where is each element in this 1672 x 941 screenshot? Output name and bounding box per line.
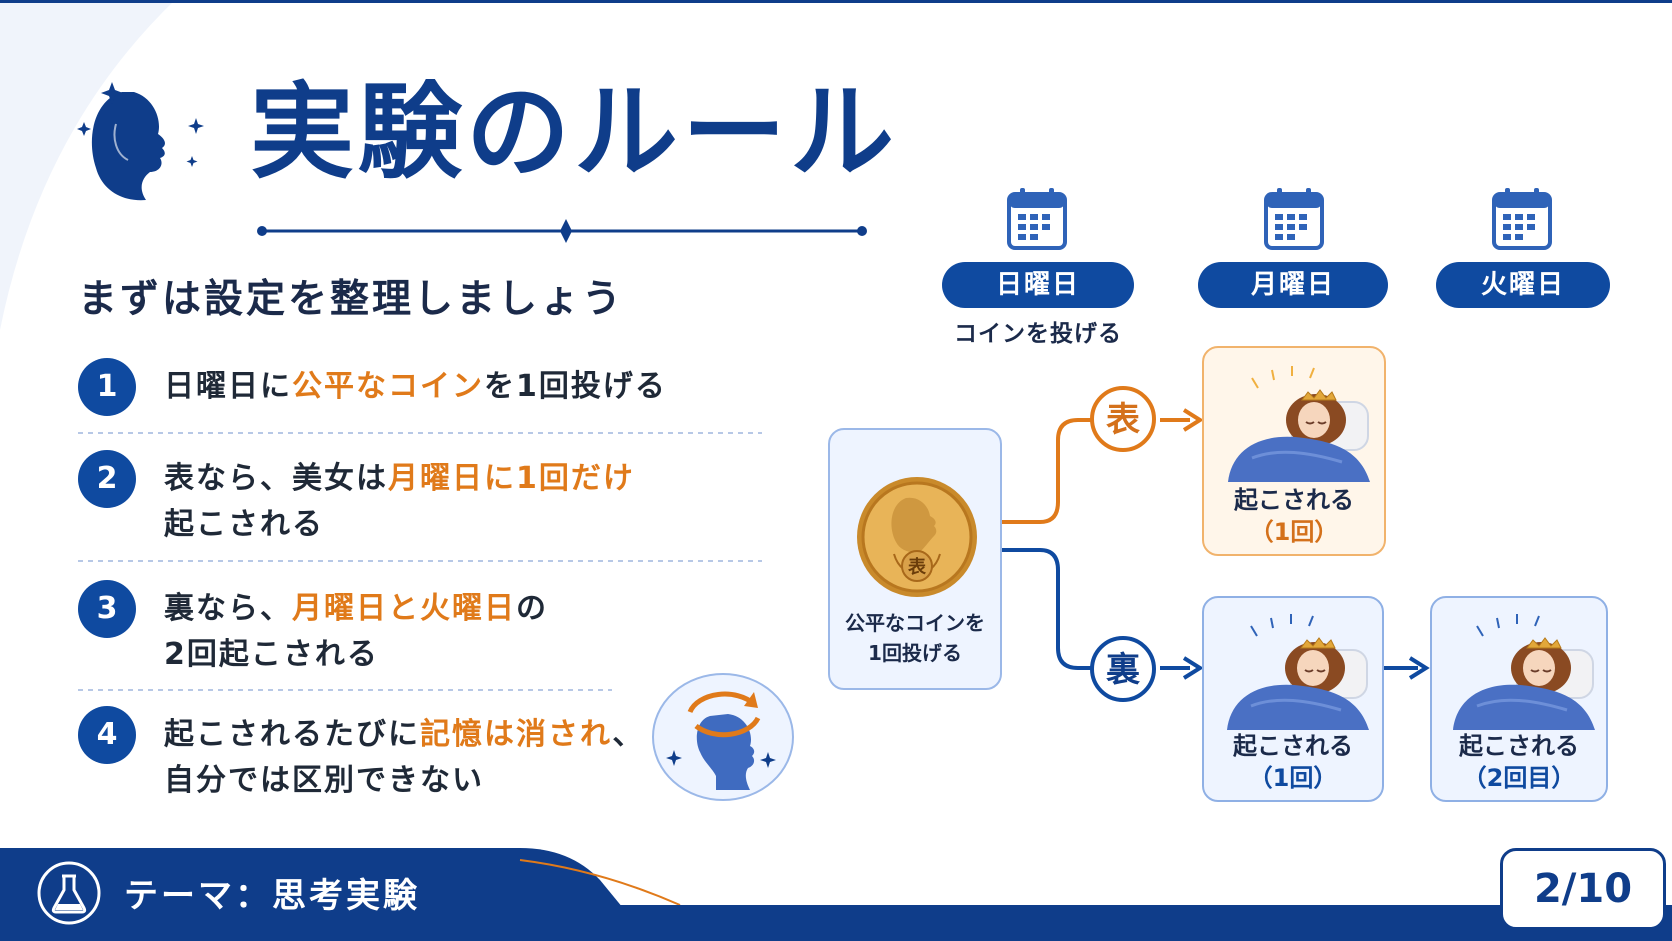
- coin-icon: 表: [857, 477, 977, 597]
- rule-text: 表なら、美女は月曜日に1回だけ 起こされる: [164, 456, 635, 548]
- rule-line: 裏なら、月曜日と火曜日の: [164, 586, 548, 632]
- flask-icon: [37, 861, 101, 925]
- calendar-icon: [1264, 188, 1324, 250]
- outcome-count: （1回）: [1249, 518, 1339, 546]
- rule-text-segment: 起こされるたびに: [164, 717, 420, 752]
- outcome-count: （2回目）: [1462, 764, 1576, 792]
- coin-label-line2: 1回投げる: [868, 641, 962, 665]
- rule-line: 起こされるたびに記憶は消され、: [164, 712, 644, 758]
- rule-number: 1: [78, 358, 136, 416]
- page-title: 実験のルール: [250, 71, 899, 193]
- rule-text-segment: 表なら、美女は: [164, 461, 388, 496]
- rule-text-segment: を1回投げる: [484, 369, 667, 404]
- calendar-icon: [1492, 188, 1552, 250]
- day-label-tuesday: 火曜日: [1436, 262, 1610, 308]
- logo-moon-woman-icon: [77, 74, 204, 205]
- outcome-count: （1回）: [1248, 764, 1338, 792]
- rule-text-segment: 2回起こされる: [164, 637, 379, 672]
- memory-reset-head-icon: [652, 673, 794, 801]
- page-number: 2/10: [1500, 848, 1666, 930]
- calendar-icon: [1007, 188, 1067, 250]
- outcome-label: 起こされる: [1459, 732, 1579, 760]
- outcome-label: 起こされる: [1233, 732, 1353, 760]
- rule-text: 日曜日に公平なコインを1回投げる: [164, 364, 667, 410]
- rule-highlight: 月曜日に1回だけ: [388, 461, 635, 496]
- rule-line: 2回起こされる: [164, 632, 548, 678]
- rule-item: 3 裏なら、月曜日と火曜日の 2回起こされる: [78, 580, 778, 680]
- day-note-sunday: コインを投げる: [954, 321, 1122, 347]
- sleeping-princess-icon: [1227, 614, 1369, 730]
- rule-item: 4 起こされるたびに記憶は消され、 自分では区別できない: [78, 706, 778, 806]
- rule-number: 3: [78, 580, 136, 638]
- rule-item: 1 日曜日に公平なコインを1回投げる: [78, 358, 778, 418]
- coin-label-line1: 公平なコインを: [845, 611, 985, 635]
- day-label-monday: 月曜日: [1198, 262, 1388, 308]
- sleeping-princess-icon: [1453, 614, 1595, 730]
- coin-card: 表 公平なコインを 1回投げる: [828, 428, 1002, 690]
- rule-text-segment: 起こされる: [164, 507, 324, 542]
- rule-highlight: 公平なコイン: [292, 369, 484, 404]
- tails-tuesday-card: 起こされる （2回目）: [1430, 596, 1608, 802]
- page-subtitle: まずは設定を整理しましょう: [78, 277, 625, 322]
- rule-number: 2: [78, 450, 136, 508]
- rule-text-segment: 裏なら、: [164, 591, 292, 626]
- rule-text: 起こされるたびに記憶は消され、 自分では区別できない: [164, 712, 644, 804]
- rule-text: 裏なら、月曜日と火曜日の 2回起こされる: [164, 586, 548, 678]
- outcome-label: 起こされる: [1234, 486, 1354, 514]
- branch-tails-label: 裏: [1090, 636, 1156, 702]
- rule-line: 表なら、美女は月曜日に1回だけ: [164, 456, 635, 502]
- rule-item: 2 表なら、美女は月曜日に1回だけ 起こされる: [78, 450, 778, 550]
- coin-face-label: 表: [908, 556, 927, 578]
- rule-line: 起こされる: [164, 502, 635, 548]
- sleeping-princess-icon: [1228, 366, 1370, 482]
- tails-monday-card: 起こされる （1回）: [1202, 596, 1384, 802]
- branch-heads-label: 表: [1090, 386, 1156, 452]
- rule-text-segment: 、: [612, 717, 645, 752]
- rule-highlight: 月曜日と火曜日: [292, 591, 516, 626]
- day-label-sunday: 日曜日: [942, 262, 1134, 308]
- rule-number: 4: [78, 706, 136, 764]
- rule-text-segment: の: [516, 591, 548, 626]
- rule-highlight: 記憶は消され: [420, 717, 613, 752]
- rule-text-segment: 自分では区別できない: [164, 763, 484, 798]
- rule-line: 日曜日に公平なコインを1回投げる: [164, 364, 667, 410]
- rule-line: 自分では区別できない: [164, 758, 644, 804]
- heads-monday-card: 起こされる （1回）: [1202, 346, 1386, 556]
- rule-text-segment: 日曜日に: [164, 369, 292, 404]
- footer-theme: テーマ：思考実験: [124, 876, 420, 916]
